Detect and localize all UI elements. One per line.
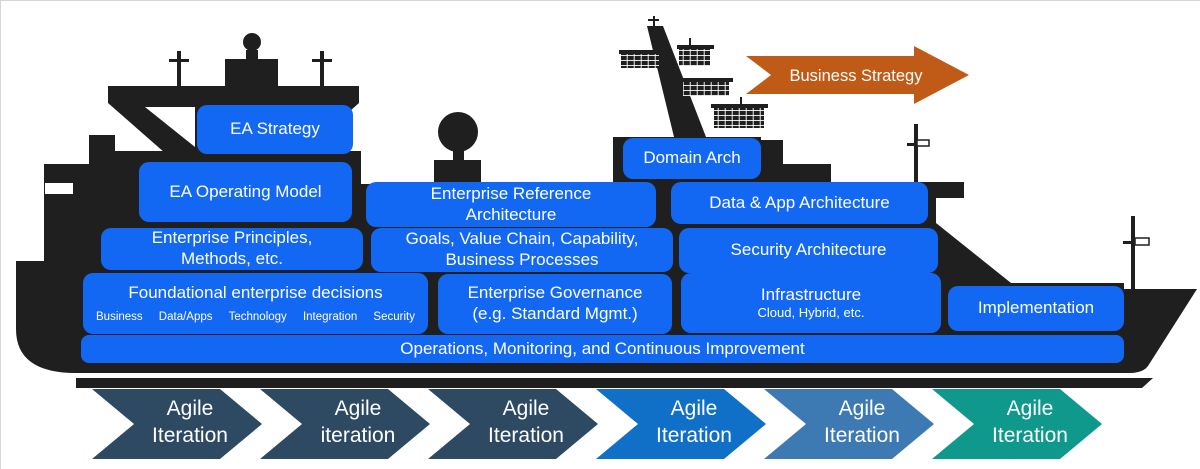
box-security-architecture: Security Architecture: [679, 228, 938, 273]
chevron-5-shape: [764, 389, 934, 459]
chevron-6-line1: Agile: [1007, 397, 1054, 420]
box-enterprise-principles-line1: Enterprise Principles,: [151, 228, 313, 248]
chevron-5-line1: Agile: [839, 397, 886, 420]
chevron-6-line2: Iteration: [992, 424, 1068, 447]
bridge-mast-left-crossbar: [169, 59, 189, 62]
box-ea-operating-model: EA Operating Model: [139, 162, 352, 222]
chevron-5: Agile Iteration: [764, 389, 934, 459]
mast-tower-antenna: [653, 16, 655, 27]
box-ea-operating-model-label: EA Operating Model: [169, 181, 322, 201]
stern-notch: [45, 183, 73, 194]
bow-mast: [1131, 216, 1135, 291]
ship-keel: [76, 378, 1153, 388]
box-domain-arch-label: Domain Arch: [643, 148, 741, 168]
box-governance-line2: (e.g. Standard Mgmt.): [472, 304, 638, 323]
pedestal-neck: [453, 151, 464, 161]
mid-mast-flag: [916, 139, 930, 147]
bridge-aframe-cutout: [145, 107, 195, 147]
bridge-mast-left: [177, 51, 181, 86]
tag-technology: Technology: [228, 310, 287, 323]
box-ea-strategy: EA Strategy: [197, 105, 353, 154]
box-goals-line1: Goals, Value Chain, Capability,: [405, 229, 639, 249]
chevron-5-line2: Iteration: [824, 424, 900, 447]
pedestal-base: [434, 160, 481, 184]
bridge-mast-right: [320, 51, 324, 86]
mast-tower-antenna-bar: [648, 19, 659, 21]
business-strategy-arrow-shape: [746, 46, 969, 104]
chevron-4: Agile Iteration: [596, 389, 766, 459]
box-ea-strategy-label: EA Strategy: [230, 119, 320, 139]
bow-mast-crossbar: [1123, 241, 1137, 244]
chevron-3-line1: Agile: [503, 397, 550, 420]
box-era-line1: Enterprise Reference: [430, 183, 592, 203]
radar-platform-3-bar: [681, 78, 733, 82]
business-strategy-arrow: Business Strategy: [746, 46, 969, 104]
mid-mast: [914, 124, 918, 184]
box-infrastructure: Infrastructure Cloud, Hybrid, etc.: [681, 273, 941, 333]
mid-mast-crossbar: [907, 143, 925, 146]
bridge-radar-ball: [243, 33, 261, 51]
chevron-1-line1: Agile: [167, 397, 214, 420]
box-enterprise-reference-architecture: Enterprise Reference Architecture: [366, 182, 656, 227]
stern-step: [89, 135, 115, 153]
chevron-4-line2: Iteration: [656, 424, 732, 447]
radar-platform-4-bar: [711, 104, 768, 108]
pedestal-radar-ball: [438, 112, 478, 152]
chevron-2-line1: Agile: [335, 397, 382, 420]
chevron-3: Agile Iteration: [428, 389, 598, 459]
chevron-4-line1: Agile: [671, 397, 718, 420]
chevron-6: Agile Iteration: [932, 389, 1102, 459]
tag-integration: Integration: [302, 310, 358, 323]
box-implementation: Implementation: [948, 286, 1124, 331]
radar-platform-3: [683, 82, 729, 96]
box-infrastructure-subtitle: Cloud, Hybrid, etc.: [757, 305, 865, 321]
bridge-cabin-neck: [246, 50, 258, 60]
box-governance-line1: Enterprise Governance: [467, 283, 643, 303]
mast-tower-ledge: [761, 140, 783, 166]
business-strategy-label: Business Strategy: [790, 67, 924, 85]
box-enterprise-governance: Enterprise Governance (e.g. Standard Mgm…: [438, 274, 672, 334]
box-security-label: Security Architecture: [730, 240, 887, 260]
box-enterprise-principles-line2: Methods, etc.: [180, 249, 284, 268]
tag-business: Business: [96, 310, 143, 323]
box-operations-label: Operations, Monitoring, and Continuous I…: [400, 338, 805, 358]
agile-iteration-chevrons: Agile Iteration Agile iteration Agile It…: [92, 389, 1102, 459]
box-foundational-tags: Business Data/Apps Technology Integratio…: [83, 310, 428, 324]
chevron-2-shape: [260, 389, 430, 459]
chevron-3-shape: [428, 389, 598, 459]
box-implementation-label: Implementation: [977, 298, 1095, 318]
radar-platform-1-bar: [619, 50, 663, 54]
box-foundational-decisions: Foundational enterprise decisions Busine…: [83, 273, 428, 334]
chevron-1: Agile Iteration: [92, 389, 262, 459]
tag-security: Security: [373, 310, 415, 323]
chevron-2-line2: iteration: [321, 424, 396, 447]
box-infrastructure-title: Infrastructure: [760, 284, 862, 304]
radar-platform-2-antenna: [689, 38, 691, 46]
box-data-app-architecture: Data & App Architecture: [671, 182, 928, 224]
tag-data-apps: Data/Apps: [158, 310, 213, 323]
radar-platform-2-bar: [677, 45, 714, 49]
chevron-3-line2: Iteration: [488, 424, 564, 447]
bow-mast-flag: [1134, 237, 1150, 246]
box-enterprise-principles: Enterprise Principles, Methods, etc.: [101, 228, 363, 270]
box-goals-value-chain: Goals, Value Chain, Capability, Business…: [371, 228, 673, 272]
chevron-2: Agile iteration: [260, 389, 430, 459]
chevron-1-line2: Iteration: [152, 424, 228, 447]
chevron-6-shape: [932, 389, 1102, 459]
box-data-app-label: Data & App Architecture: [709, 192, 890, 212]
bridge-cabin: [225, 59, 278, 103]
box-domain-arch: Domain Arch: [623, 138, 761, 179]
box-foundational-title: Foundational enterprise decisions: [128, 283, 383, 303]
radar-platform-2: [679, 49, 710, 66]
box-goals-line2: Business Processes: [445, 250, 599, 269]
box-era-line2: Architecture: [465, 204, 557, 224]
box-operations-bar: Operations, Monitoring, and Continuous I…: [81, 335, 1124, 363]
chevron-4-shape: [596, 389, 766, 459]
radar-platform-4: [714, 108, 764, 128]
radar-platform-4-antenna: [740, 97, 742, 105]
bridge-mast-right-crossbar: [312, 59, 332, 62]
chevron-1-shape: [92, 389, 262, 459]
radar-platform-1: [621, 54, 659, 68]
